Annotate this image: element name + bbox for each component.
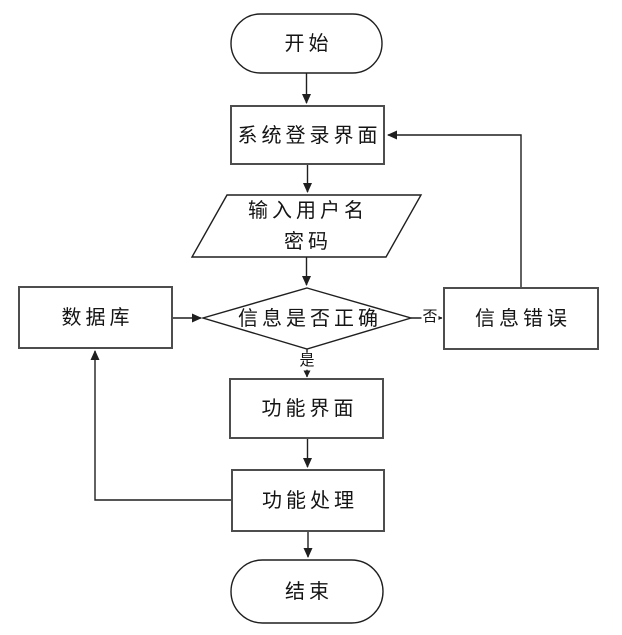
function-process-process-shape — [231, 469, 385, 532]
login-screen-label: 系统登录界面 — [237, 125, 382, 147]
edge-info-error-to-login — [387, 130, 522, 288]
edge-label-no: 否 — [421, 308, 439, 326]
database-process-shape — [18, 286, 173, 349]
function-screen-label: 功能界面 — [261, 398, 358, 420]
start-terminator-shape — [230, 13, 383, 74]
input-credentials-line2: 密码 — [284, 231, 332, 253]
info-error-label: 信息错误 — [475, 308, 571, 330]
info-error-process-shape — [443, 287, 599, 350]
input-credentials-line1: 输入用户名 — [248, 200, 368, 222]
login-screen-process-shape — [230, 105, 385, 165]
function-process-label: 功能处理 — [262, 490, 358, 512]
edge-function-process-to-database — [90, 350, 232, 501]
start-label: 开始 — [284, 33, 333, 55]
edge-label-yes: 是 — [298, 352, 316, 370]
decision-label: 信息是否正确 — [238, 308, 382, 330]
decision-diamond-shape — [200, 287, 414, 350]
end-label: 结束 — [285, 581, 333, 603]
input-credentials-io-shape — [190, 194, 423, 258]
function-screen-process-shape — [229, 378, 384, 439]
input-credentials-label: 输入用户名 密码 — [244, 196, 368, 258]
end-terminator-shape — [230, 559, 384, 624]
database-label: 数据库 — [61, 307, 134, 329]
